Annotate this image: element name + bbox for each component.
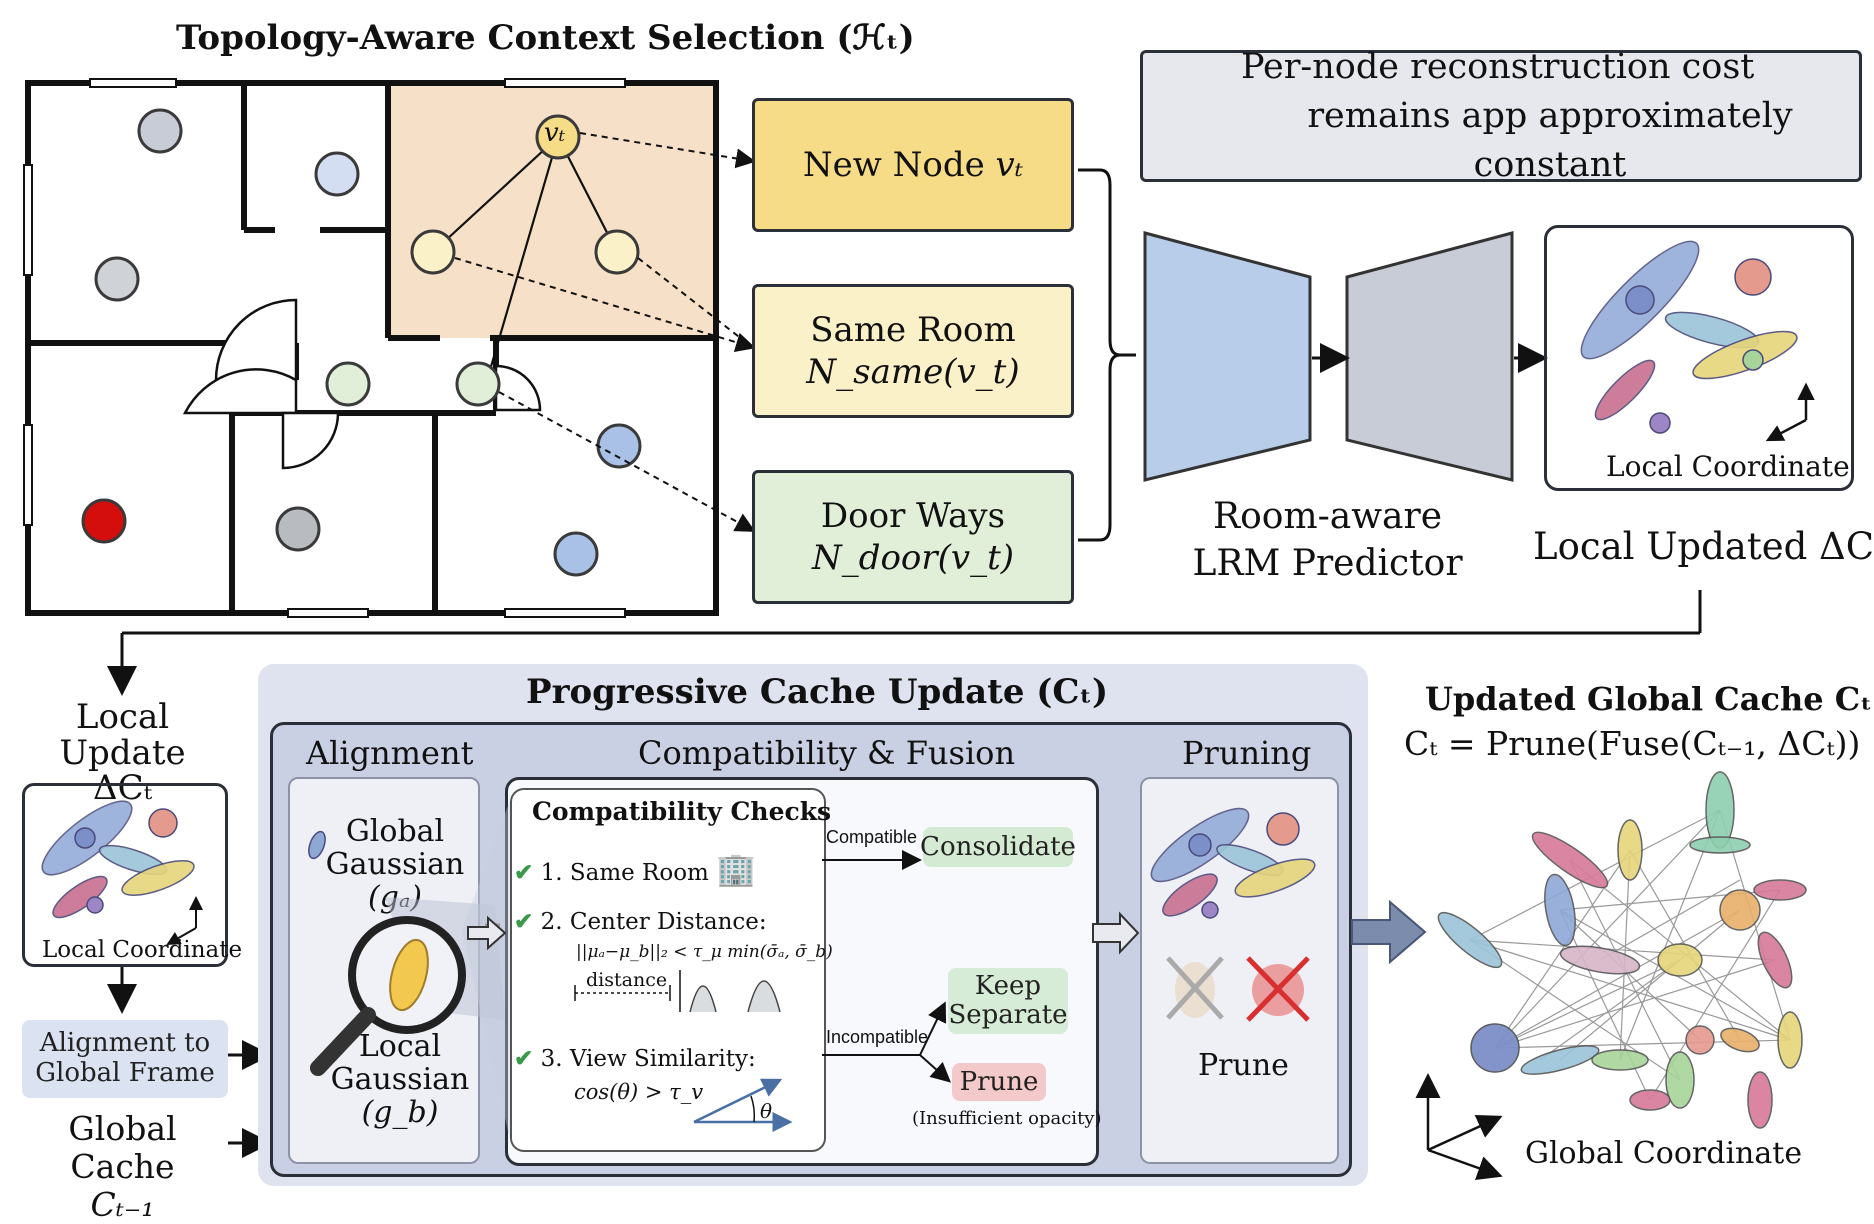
check3-formula: cos(θ) > τ_v <box>574 1080 704 1104</box>
door-ways-label: Door Ways <box>820 495 1006 536</box>
building-icon: 🏢 <box>716 850 757 888</box>
global-gaussian-line1: Global <box>345 814 445 849</box>
progressive-cache-title: Progressive Cache Update (Cₜ) <box>526 672 1109 712</box>
floor-plan <box>23 78 719 618</box>
new-node-box: New Node vₜ <box>752 98 1074 232</box>
alignment-box-line2: Global Frame <box>35 1058 215 1088</box>
local-coordinate-box-top <box>1544 225 1854 491</box>
pruning-card <box>1140 777 1339 1164</box>
node-same-room-2 <box>594 229 640 275</box>
local-update-line2: ΔCₜ <box>93 768 152 809</box>
local-gaussian-symbol: (g_b) <box>361 1095 439 1130</box>
new-node-label: New Node <box>802 144 985 185</box>
node-blue-3 <box>553 531 599 577</box>
local-gaussian-label: Local Gaussian (g_b) <box>325 1030 475 1129</box>
checks-title: Compatibility Checks <box>532 797 832 826</box>
new-node-math: vₜ <box>995 144 1024 185</box>
theta-label: θ <box>760 1099 773 1123</box>
decoder-trapezoid <box>1345 231 1514 482</box>
encoder-trapezoid <box>1143 231 1312 482</box>
local-gaussian-cluster-left <box>41 800 195 919</box>
global-cache-line1: Global Cache <box>68 1109 177 1186</box>
node-gray-2 <box>94 256 140 302</box>
local-gaussian-cluster-top <box>1580 240 1798 434</box>
pruning-label: Prune <box>1198 1048 1289 1083</box>
incompatible-label: Incompatible <box>826 1027 929 1047</box>
check-icon-3: ✔ <box>514 1045 534 1072</box>
node-door-2 <box>455 361 501 407</box>
local-coordinate-label-top: Local Coordinate <box>1606 450 1850 483</box>
same-room-box: Same Room N_same(v_t) <box>752 284 1074 418</box>
context-selection-title: Topology-Aware Context Selection (ℋₜ) <box>176 18 915 58</box>
consolidate-pill: Consolidate <box>920 827 1076 867</box>
check3-row: ✔ 3. View Similarity: <box>514 1045 756 1072</box>
check-icon-1: ✔ <box>514 859 534 886</box>
local-updated-label: Local Updated ΔCₜ <box>1533 525 1874 568</box>
global-cache-formula: Cₜ = Prune(Fuse(Cₜ₋₁, ΔCₜ)) <box>1404 724 1861 763</box>
distance-label: distance <box>586 969 668 991</box>
global-gaussian-line2: Gaussian <box>325 847 465 882</box>
main-diagram-svg <box>23 78 1815 1158</box>
check2-row: ✔ 2. Center Distance: <box>514 908 767 935</box>
global-cache-prev-label: Global Cache Cₜ₋₁ <box>15 1110 230 1224</box>
same-room-label: Same Room <box>810 309 1016 350</box>
check2-label: 2. Center Distance: <box>540 909 767 935</box>
check1-label: 1. Same Room <box>540 860 709 886</box>
node-new <box>535 114 581 160</box>
local-update-line1: Local Update <box>59 697 186 773</box>
prune-note: (Insufficient opacity) <box>912 1108 1102 1129</box>
alignment-box-line1: Alignment to <box>39 1028 211 1059</box>
fusion-header: Compatibility & Fusion <box>638 734 1016 772</box>
node-same-room-1 <box>410 229 456 275</box>
keep-separate-pill: Keep Separate <box>948 968 1068 1034</box>
cost-note-line2: remains app approximately constant <box>1307 95 1793 185</box>
new-node-vt-label: vₜ <box>544 118 566 148</box>
node-gray-1 <box>137 108 183 154</box>
same-room-math: N_same(v_t) <box>806 352 1020 392</box>
global-gaussian-label: Global Gaussian (gₐ) <box>320 815 470 914</box>
cost-note-line1: Per-node reconstruction cost <box>1241 46 1755 87</box>
door-ways-math: N_door(v_t) <box>811 538 1015 578</box>
alignment-global-frame-box: Alignment to Global Frame <box>22 1020 228 1098</box>
node-gray-3 <box>275 506 321 552</box>
check-icon-2: ✔ <box>514 908 534 935</box>
cost-note-box: Per-node reconstruction cost remains app… <box>1140 47 1862 185</box>
local-update-label: Local Update ΔCₜ <box>15 697 230 809</box>
keep-line2: Separate <box>948 1000 1068 1030</box>
node-door-1 <box>325 361 371 407</box>
predictor-line2: LRM Predictor <box>1192 542 1463 584</box>
alignment-header: Alignment <box>306 734 474 772</box>
global-coordinate-label: Global Coordinate <box>1525 1136 1803 1171</box>
predictor-line1: Room-aware <box>1212 496 1442 537</box>
node-red <box>81 498 127 544</box>
node-blue-1 <box>314 151 360 197</box>
prune-pill: Prune <box>952 1063 1046 1101</box>
node-blue-2 <box>596 423 642 469</box>
local-update-coord-label: Local Coordinate <box>42 937 243 963</box>
predictor-label: Room-aware LRM Predictor <box>1155 494 1500 588</box>
check2-formula: ||μₐ−μ_b||₂ < τ_μ min(σ̄ₐ, σ̄_b) <box>576 942 833 962</box>
door-ways-box: Door Ways N_door(v_t) <box>752 470 1074 604</box>
pruning-header: Pruning <box>1182 734 1312 772</box>
local-gaussian-line1: Local <box>358 1029 442 1064</box>
local-update-box <box>22 783 228 967</box>
local-gaussian-line2: Gaussian <box>330 1062 470 1097</box>
global-gaussian-symbol: (gₐ) <box>368 880 422 915</box>
compatible-label: Compatible <box>826 827 918 847</box>
keep-line1: Keep <box>974 971 1042 1002</box>
global-cache-title: Updated Global Cache Cₜ <box>1425 680 1873 718</box>
global-cache-line2: Cₜ₋₁ <box>90 1184 155 1224</box>
check1-row: ✔ 1. Same Room 🏢 <box>514 850 756 888</box>
check3-label: 3. View Similarity: <box>540 1046 756 1072</box>
